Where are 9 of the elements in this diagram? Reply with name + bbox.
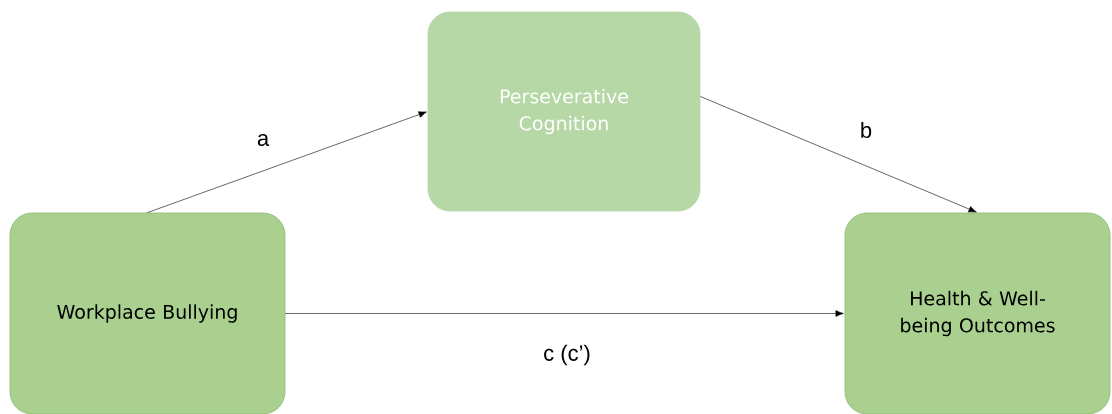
process-box: Workplace Bullying [9,212,286,414]
edge-label: c (c’) [544,344,590,366]
process-box: Health & Well-being Outcomes [844,212,1111,414]
arrow [285,310,844,317]
arrow [147,111,427,213]
edge-label: b [861,121,872,139]
arrow [700,96,977,213]
process-box: Perseverative Cognition [427,11,701,212]
edge-label: a [257,133,270,146]
